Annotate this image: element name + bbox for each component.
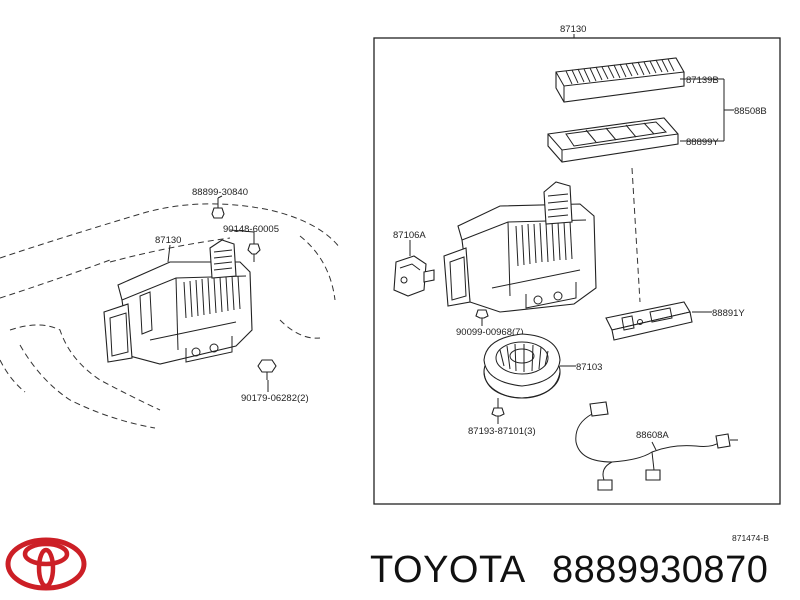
- filter-set-bracket: [680, 78, 734, 142]
- label-87139B: 87139B: [686, 75, 719, 86]
- label-90099-00968: 90099-00968(7): [456, 327, 524, 338]
- harness-leader: [651, 441, 657, 451]
- blower-fan-drawing: [483, 333, 561, 399]
- insertion-path: [631, 167, 641, 303]
- filter-element-drawing: [555, 57, 685, 103]
- blower-screw-icon: [491, 398, 505, 424]
- label-87193-87101: 87193-87101(3): [468, 426, 536, 437]
- left-clip-icon: [211, 198, 225, 219]
- label-87130-box: 87130: [560, 24, 586, 35]
- filter-frame-drawing: [547, 117, 679, 163]
- label-88608A: 88608A: [636, 430, 669, 441]
- label-88899Y: 88899Y: [686, 137, 719, 148]
- label-90148-60005: 90148-60005: [223, 224, 279, 235]
- label-88891Y: 88891Y: [712, 308, 745, 319]
- exploded-view-box: [373, 37, 781, 505]
- left-bolt-icon: [247, 232, 261, 262]
- label-87130-left: 87130: [155, 235, 181, 246]
- left-leaders: [167, 195, 269, 392]
- left-nut-icon: [257, 359, 277, 380]
- part-number: 8889930870: [552, 549, 768, 591]
- label-87103: 87103: [576, 362, 602, 373]
- label-88899-30840: 88899-30840: [192, 187, 248, 198]
- wire-harness-drawing: [575, 401, 738, 491]
- label-88508B: 88508B: [734, 106, 767, 117]
- label-90179-06282: 90179-06282(2): [241, 393, 309, 404]
- servo-screw-icon: [475, 309, 489, 326]
- label-87106A: 87106A: [393, 230, 426, 241]
- left-unit-drawing: [103, 239, 253, 365]
- blower-case-drawing: [443, 181, 597, 313]
- cover-plate-drawing: [605, 301, 693, 341]
- toyota-logo-icon: [5, 537, 87, 591]
- diagram-code: 871474-B: [732, 533, 769, 543]
- servo-motor-drawing: [393, 255, 435, 297]
- brand-name: TOYOTA: [370, 549, 526, 591]
